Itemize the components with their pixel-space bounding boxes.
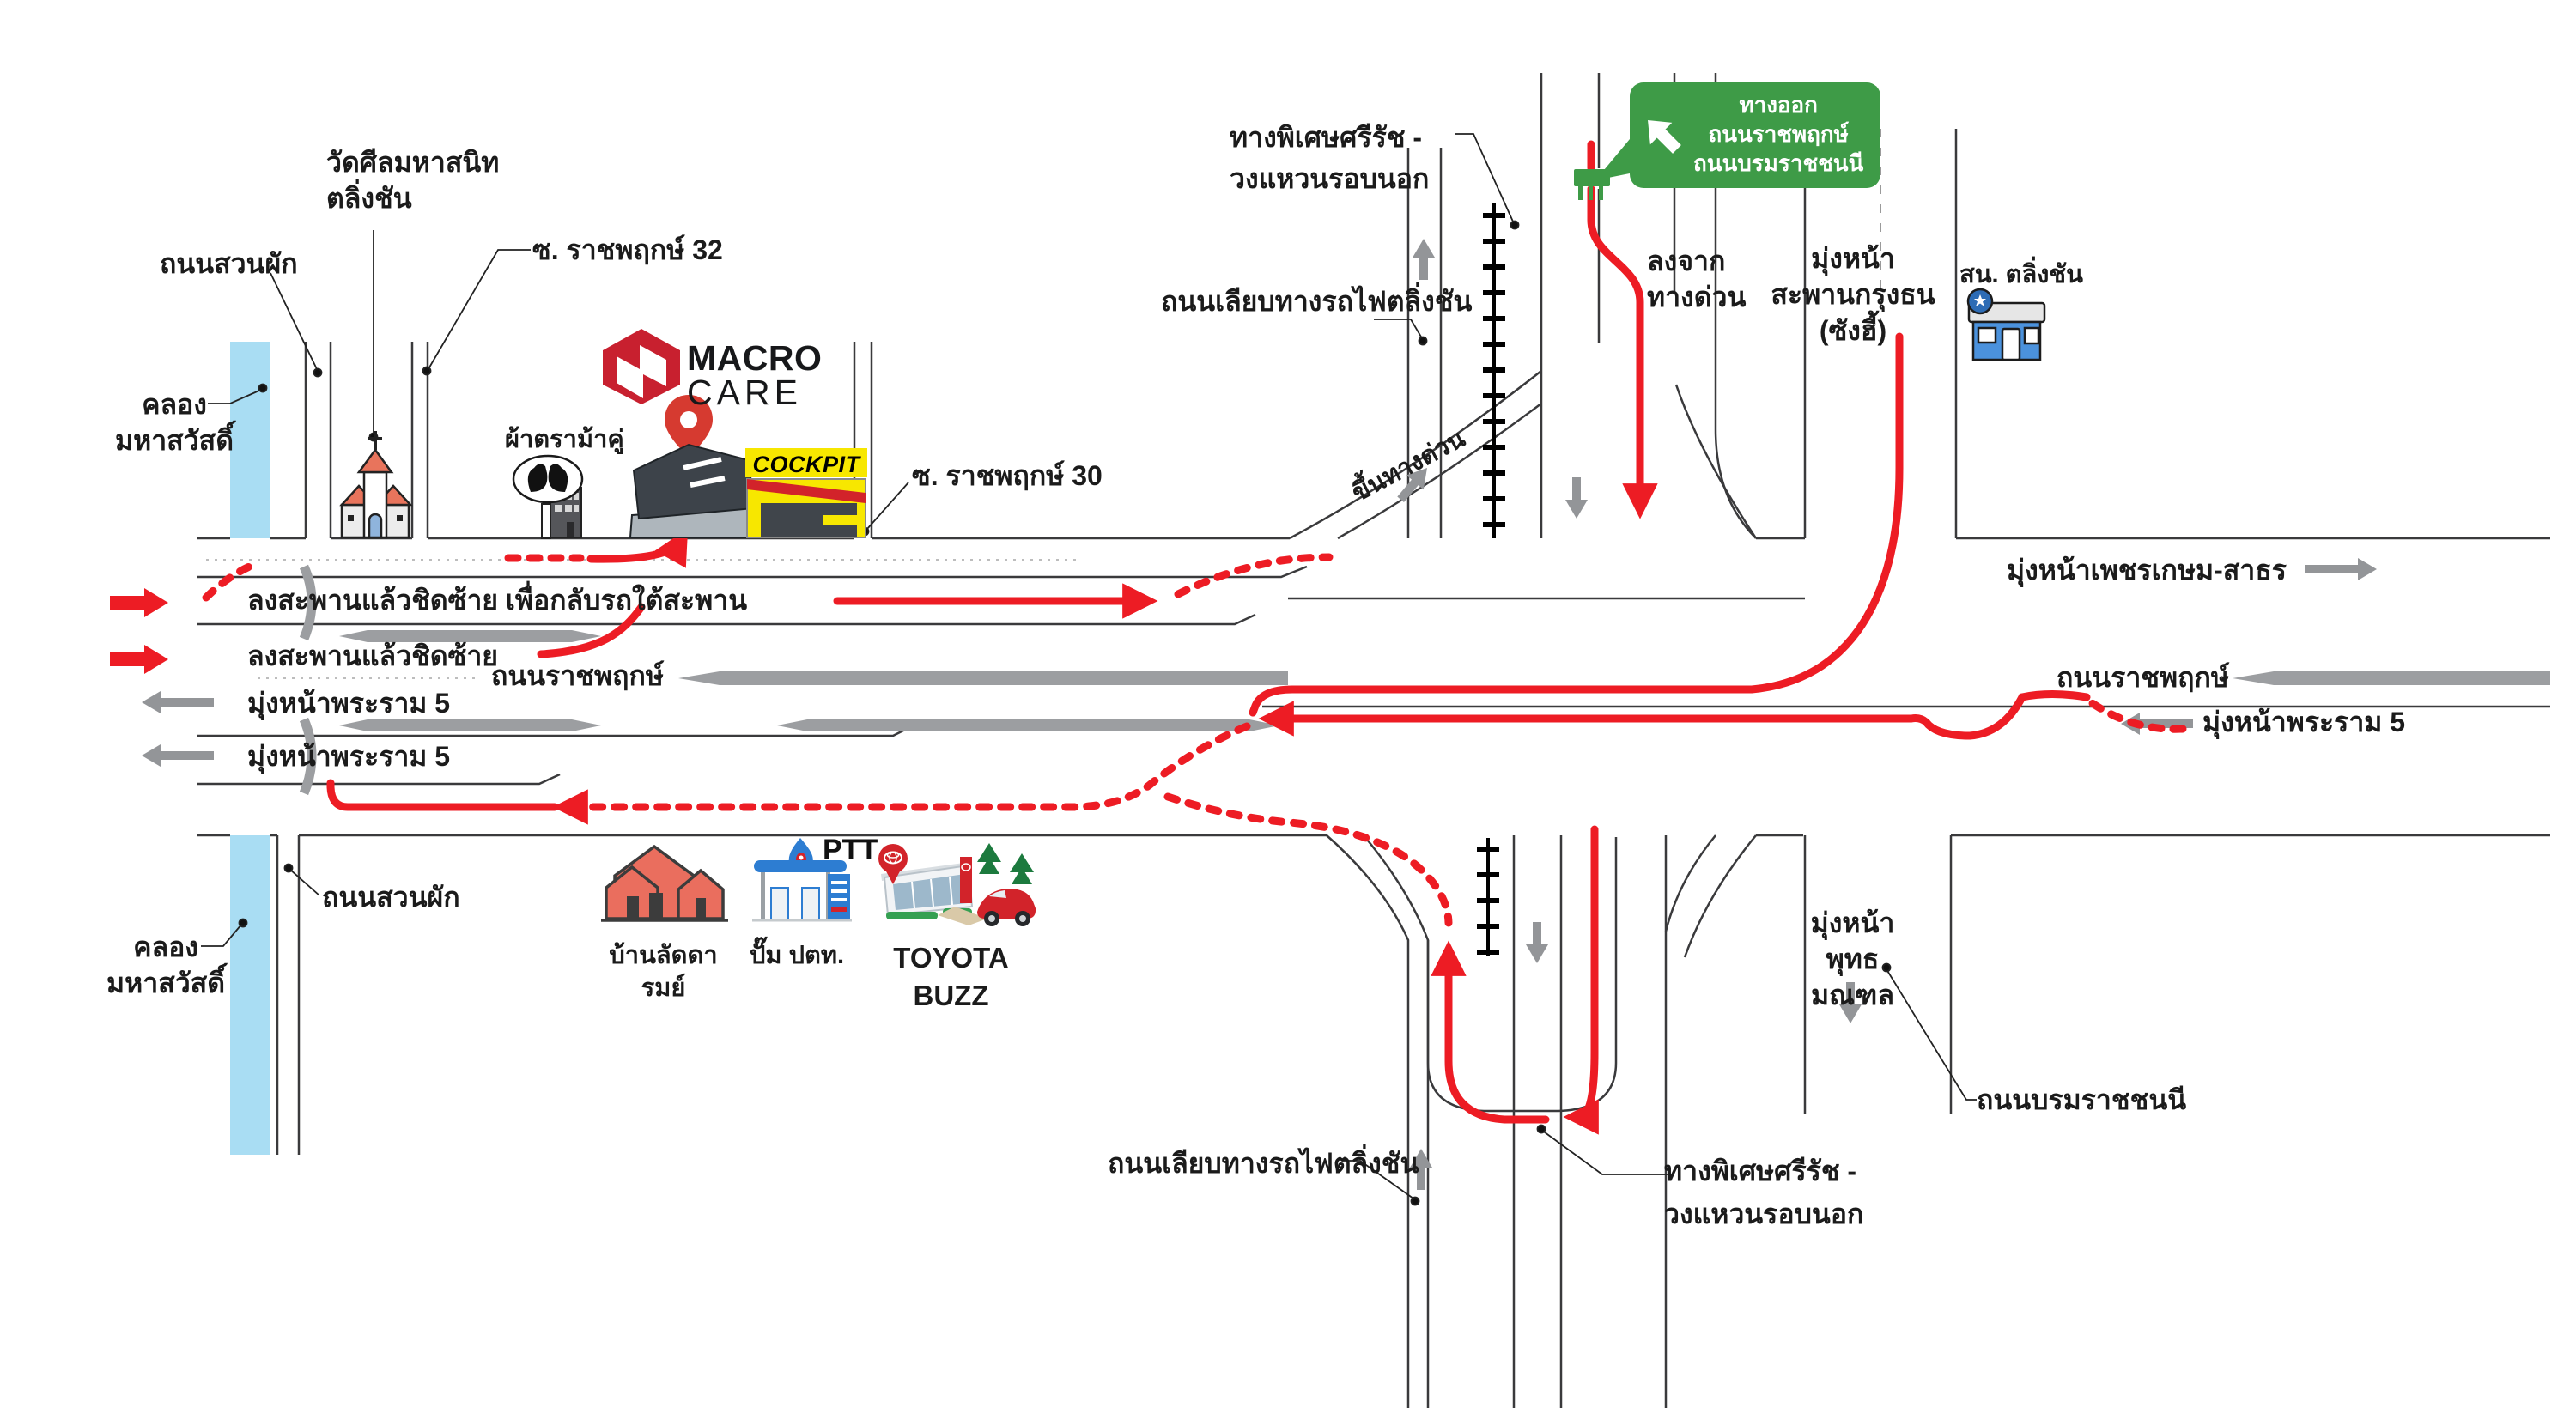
right-arrow-icon [2305, 558, 2377, 580]
direction-arrows-gray [142, 239, 2377, 1190]
macro-care-logo-icon [603, 329, 680, 404]
route-keep-left-curve [537, 603, 646, 658]
up-arrow-icon [1410, 1149, 1432, 1190]
exit-badge-line2: ถนนราชพฤกษ์ [1708, 120, 1849, 147]
exit-badge-line1: ทางออก [1739, 92, 1818, 118]
road-label-suan-phak-top: ถนนสวนผัก [160, 248, 298, 279]
toll-gate-icon [1574, 129, 1638, 200]
road-label-sirat-bottom: ทางพิเศษศรีรัช - วงแหวนรอบนอก [1664, 1156, 1864, 1229]
road-label-ratchaphruek-right: ถนนราชพฤกษ์ [2057, 662, 2229, 693]
toyota-dealer-icon [878, 843, 1036, 926]
up-arrow-icon [1413, 239, 1435, 280]
right-arrow-icon [110, 588, 168, 617]
direction-label-phetkasem: มุ่งหน้าเพชรเกษม-สาธร [2007, 555, 2287, 586]
route-uturn-south-leg [1563, 825, 1599, 1135]
railway [1477, 203, 1505, 956]
road-label-railway-road-bottom: ถนนเลียบทางรถไฟตลิ่งชัน [1108, 1148, 1419, 1179]
road-label-railway-road-top: ถนนเลียบทางรถไฟตลิ่งชัน [1161, 286, 1473, 317]
leader-lines [201, 133, 1977, 1206]
route-to-bottom-uturn-dotted [1163, 792, 1453, 927]
temple-icon [339, 431, 413, 539]
left-arrow-icon [142, 744, 214, 767]
direction-label-rama5-left1: มุ่งหน้าพระราม 5 [247, 688, 451, 719]
road-label-suan-phak-bottom: ถนนสวนผัก [322, 882, 460, 913]
landmark-label-cockpit: COCKPIT [752, 452, 860, 477]
landmark-label-baan-laddarom: บ้านลัดดารมย์ [609, 942, 718, 1003]
route-from-east-dotted [2081, 694, 2187, 733]
bridge-bars [299, 564, 2550, 796]
road-label-sirat-top: ทางพิเศษศรีรัช - วงแหวนรอบนอก [1230, 122, 1430, 194]
left-arrow-icon [142, 691, 214, 713]
route-from-north [1249, 332, 1904, 717]
diagonal-arrow-icon [1397, 468, 1427, 502]
right-arrow-icon [110, 645, 168, 674]
up-left-arrow-icon [1648, 119, 1681, 154]
road-label-soi-30: ซ. ราชพฤกษ์ 30 [912, 460, 1103, 491]
brand-name-macro: MACRO [687, 338, 823, 378]
down-arrow-icon [1839, 982, 1862, 1023]
canal-label-bottom: คลอง มหาสวัสดิ์ [106, 932, 225, 999]
exit-badge-line3: ถนนบรมราชชนนี [1693, 149, 1864, 176]
macro-building-icon [629, 443, 759, 538]
exit-badge: ทางออก ถนนราชพฤกษ์ ถนนบรมราชชนนี [1630, 82, 1881, 189]
route-uturn-north-leg [1431, 940, 1550, 1124]
instruction-from-expressway: ลงจาก ทางด่วน [1647, 246, 1747, 313]
road-label-soi-32: ซ. ราชพฤกษ์ 32 [532, 234, 723, 265]
canal [230, 342, 270, 1155]
road-network [197, 73, 2550, 1408]
location-pin-icon [665, 395, 713, 457]
direction-label-phutthamonthon: มุ่งหน้า พุทธมณฑล [1810, 907, 1895, 1011]
instruction-exit-bridge-uturn: ลงสะพานแล้วชิดซ้าย เพื่อกลับรถใต้สะพาน [247, 585, 748, 616]
red-label-arrows [110, 588, 168, 674]
road-label-borommaratchachonnani: ถนนบรมราชชนนี [1977, 1084, 2187, 1115]
route-west-solid [326, 779, 559, 811]
down-arrow-icon [1565, 477, 1588, 519]
instruction-exit-bridge-keep-left: ลงสะพานแล้วชิดซ้าย [247, 640, 499, 671]
canal-label-top: คลอง มหาสวัสดิ์ [115, 389, 234, 457]
brand-name-care: CARE [687, 373, 802, 412]
route-driveway-arrow [586, 528, 689, 568]
landmark-label-police: สน. ตลิ่งชัน [1959, 261, 2083, 288]
landmark-label-toyota: TOYOTA BUZZ [893, 942, 1009, 1011]
direction-label-rama5-right: มุ่งหน้าพระราม 5 [2202, 707, 2406, 737]
left-arrow-icon [2121, 713, 2193, 735]
down-arrow-icon [1526, 922, 1548, 963]
police-station-icon [1966, 288, 2046, 361]
houses-icon [601, 844, 728, 922]
landmark-label-ptt: ปั๊ม ปตท. [750, 942, 844, 969]
landmark-label-pa-tra-ma-ku: ผ้าตราม้าคู่ [505, 426, 624, 453]
route-under-bridge-dotted [1174, 553, 1334, 598]
route-merge-dotted [202, 559, 262, 602]
ptt-station-icon [752, 838, 852, 922]
route-from-east-solid [1258, 690, 2091, 740]
direction-label-rama5-left2: มุ่งหน้าพระราม 5 [247, 741, 451, 772]
road-label-ratchaphruek-left: ถนนราชพฤกษ์ [491, 660, 664, 691]
cockpit-shop-icon [745, 448, 867, 538]
route-west-dotted [552, 722, 1251, 825]
direction-label-krungthon: มุ่งหน้า สะพานกรุงธน (ซังฮี้) [1771, 243, 1935, 347]
red-route [202, 140, 2187, 1135]
horse-brand-building-icon [512, 454, 584, 539]
landmark-label-wat: วัดศีลมหาสนิท ตลิ่งชัน [326, 147, 500, 215]
route-expressway-exit [1587, 140, 1640, 505]
lane-dotted-lines [206, 129, 1881, 679]
ptt-logo-text: PTT [823, 834, 878, 866]
